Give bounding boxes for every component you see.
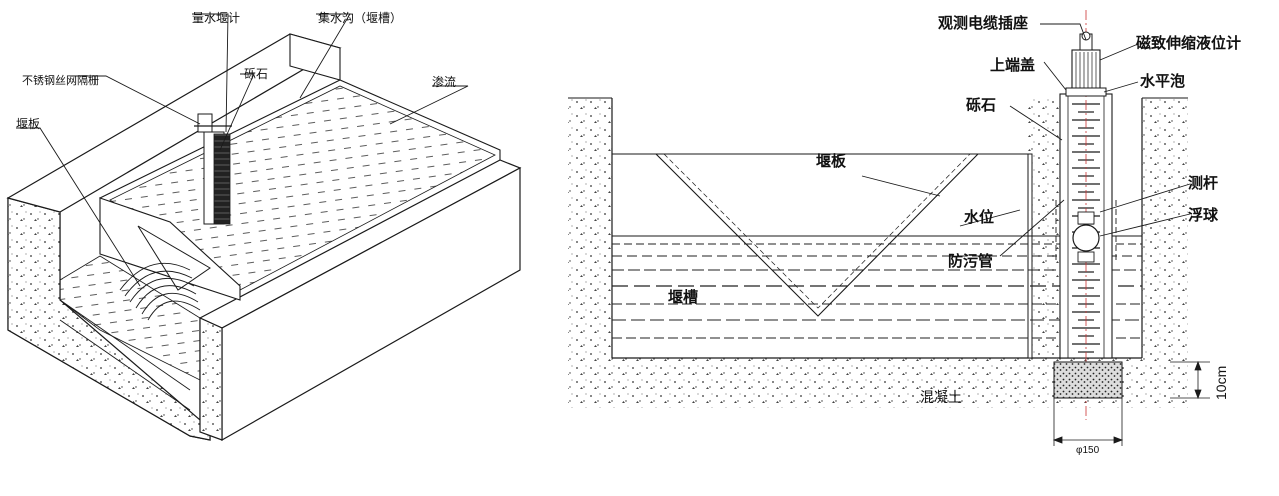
float-ball (1072, 224, 1100, 252)
left-leader-lines (16, 13, 469, 287)
label-seepage: 渗流 (432, 74, 456, 89)
label-weir-meter: 量水堰计 (192, 11, 240, 25)
label-weir-channel: 堰槽 (668, 288, 698, 306)
label-weir-plate-left: 堰板 (16, 117, 40, 131)
right-leader-lines (861, 23, 1191, 257)
label-weir-plate-right: 堰板 (816, 152, 847, 170)
label-dim-diameter: φ150 (1076, 445, 1100, 456)
label-level-bubble: 水平泡 (1140, 72, 1185, 90)
top-cap (1065, 87, 1107, 97)
gravel-fill (213, 133, 231, 225)
label-antifouling-pipe: 防污管 (948, 252, 993, 270)
flow-arcs (119, 262, 201, 321)
section-weir-diagram: 观测电缆插座 磁致伸缩液位计 上端盖 水平泡 砾石 堰板 测杆 水位 浮球 防污… (568, 10, 1241, 456)
label-water-level: 水位 (964, 208, 994, 226)
isometric-weir-diagram: 量水堰计 集水沟（堰槽） 不锈钢丝网隔栅 砾石 渗流 堰板 (6, 10, 522, 442)
label-stainless-grille: 不锈钢丝网隔栅 (22, 73, 99, 87)
label-gauge-rod: 测杆 (1188, 174, 1218, 192)
label-gravel-left: 砾石 (244, 67, 268, 81)
label-collection-ditch: 集水沟（堰槽） (318, 10, 402, 25)
weir-v-notch (137, 225, 211, 291)
v-notch (655, 153, 979, 317)
inner-wall (1027, 153, 1033, 359)
label-top-cap: 上端盖 (990, 56, 1035, 74)
label-concrete: 混凝土 (920, 390, 962, 406)
label-float-ball: 浮球 (1188, 206, 1219, 224)
concrete-body (568, 98, 1188, 408)
water-dash-lines (612, 243, 1142, 339)
label-magnetostrictive-gauge: 磁致伸缩液位计 (1136, 34, 1241, 52)
label-gravel-right: 砾石 (966, 96, 996, 114)
weir-meter-head (197, 113, 213, 133)
label-cable-socket: 观测电缆插座 (938, 14, 1028, 32)
base-pad (1053, 361, 1123, 399)
right-wall-front (199, 317, 223, 441)
label-dim-height: 10cm (1213, 366, 1229, 400)
dimension-lines (1052, 360, 1210, 446)
sensor-housing (1071, 49, 1101, 91)
